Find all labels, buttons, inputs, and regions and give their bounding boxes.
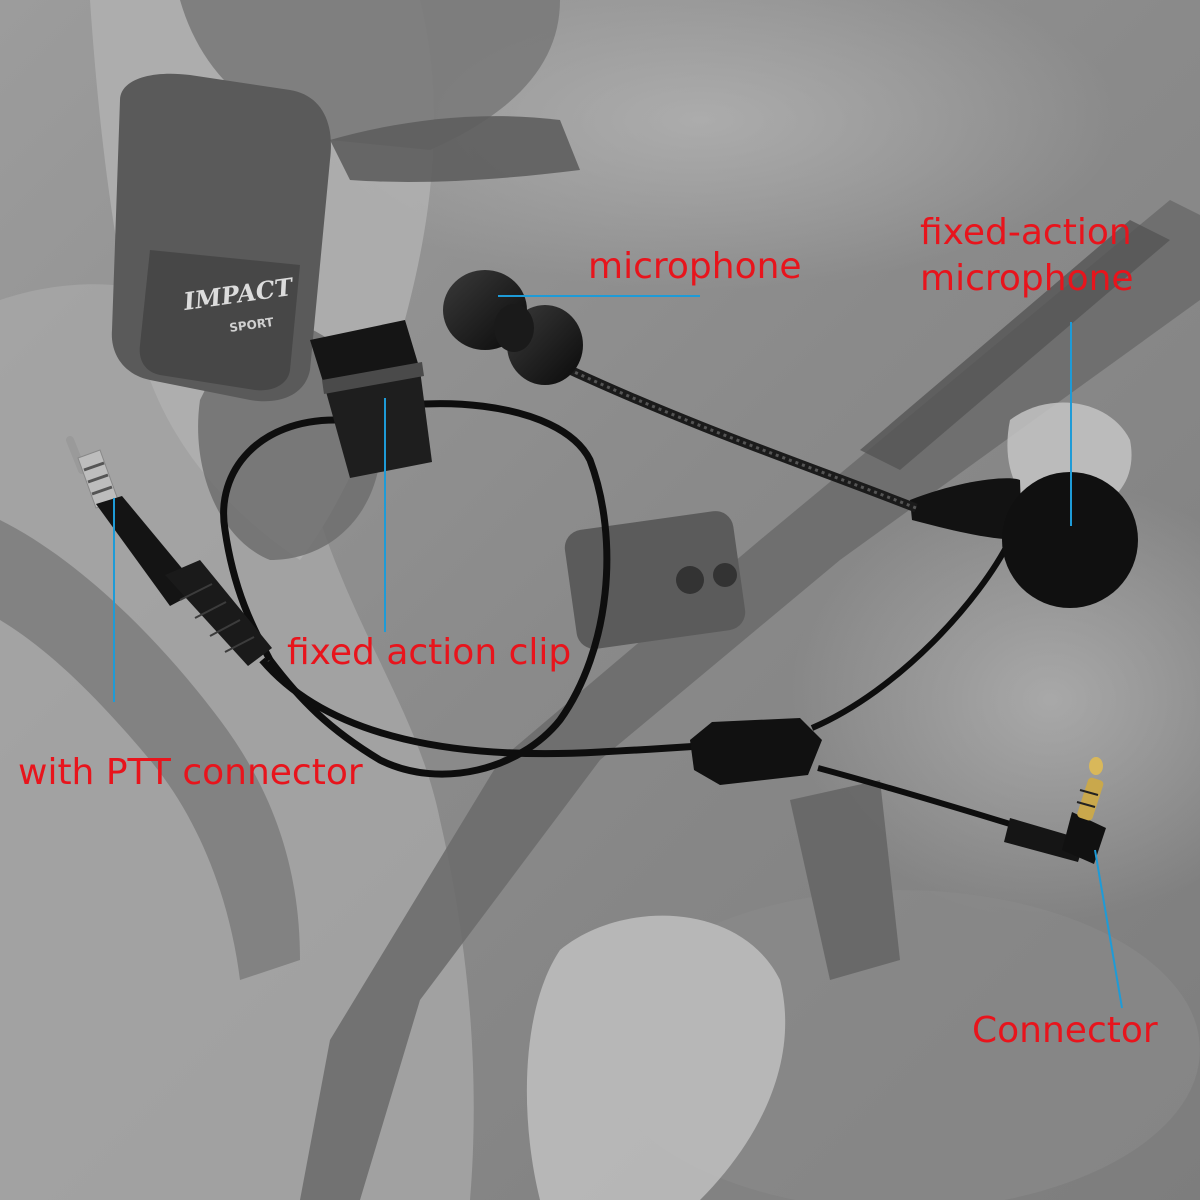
leader-lines bbox=[113, 295, 1123, 1009]
label-fixed-action-microphone-line2: microphone bbox=[920, 258, 1134, 299]
label-ptt-connector: with PTT connector bbox=[18, 752, 363, 793]
cable-loop-right bbox=[267, 400, 611, 778]
label-fixed-action-microphone-line1: fixed-action bbox=[920, 212, 1132, 253]
leader-line-connector bbox=[1094, 849, 1123, 1009]
cable-splitter bbox=[690, 718, 822, 785]
ptt-connector-plug bbox=[66, 436, 272, 666]
earmuff-brand-subtext: SPORT bbox=[228, 315, 275, 335]
audio-jack-connector bbox=[1004, 757, 1106, 864]
headset-product bbox=[66, 270, 1138, 864]
cable-to-mic bbox=[810, 538, 1013, 731]
cable-main bbox=[259, 657, 701, 758]
fixed-action-microphone-body bbox=[910, 472, 1138, 608]
label-connector: Connector bbox=[972, 1010, 1158, 1051]
label-fixed-action-clip: fixed action clip bbox=[287, 632, 572, 673]
label-microphone: microphone bbox=[588, 246, 802, 287]
microphone-foam bbox=[443, 270, 583, 385]
fixed-action-clip bbox=[310, 320, 432, 478]
label-fixed-action-microphone: fixed-action microphone bbox=[920, 210, 1134, 302]
